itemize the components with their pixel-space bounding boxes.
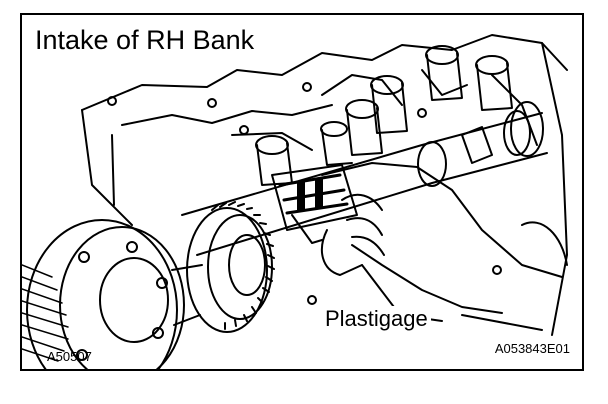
engine-illustration bbox=[22, 34, 568, 369]
figure-code-right: A053843E01 bbox=[494, 341, 570, 356]
figure-title: Intake of RH Bank bbox=[32, 25, 258, 57]
camshaft-flange bbox=[22, 219, 203, 369]
figure-frame: Intake of RH Bank Plastigage A50507 A053… bbox=[20, 13, 584, 371]
hand-with-gauge bbox=[271, 162, 568, 314]
figure-code-left: A50507 bbox=[47, 349, 92, 364]
camshaft bbox=[181, 101, 548, 256]
plastigage-label: Plastigage bbox=[322, 306, 431, 333]
timing-gear bbox=[186, 201, 275, 333]
valve-lifters bbox=[255, 45, 513, 186]
cylinder-head-casting bbox=[81, 34, 568, 336]
